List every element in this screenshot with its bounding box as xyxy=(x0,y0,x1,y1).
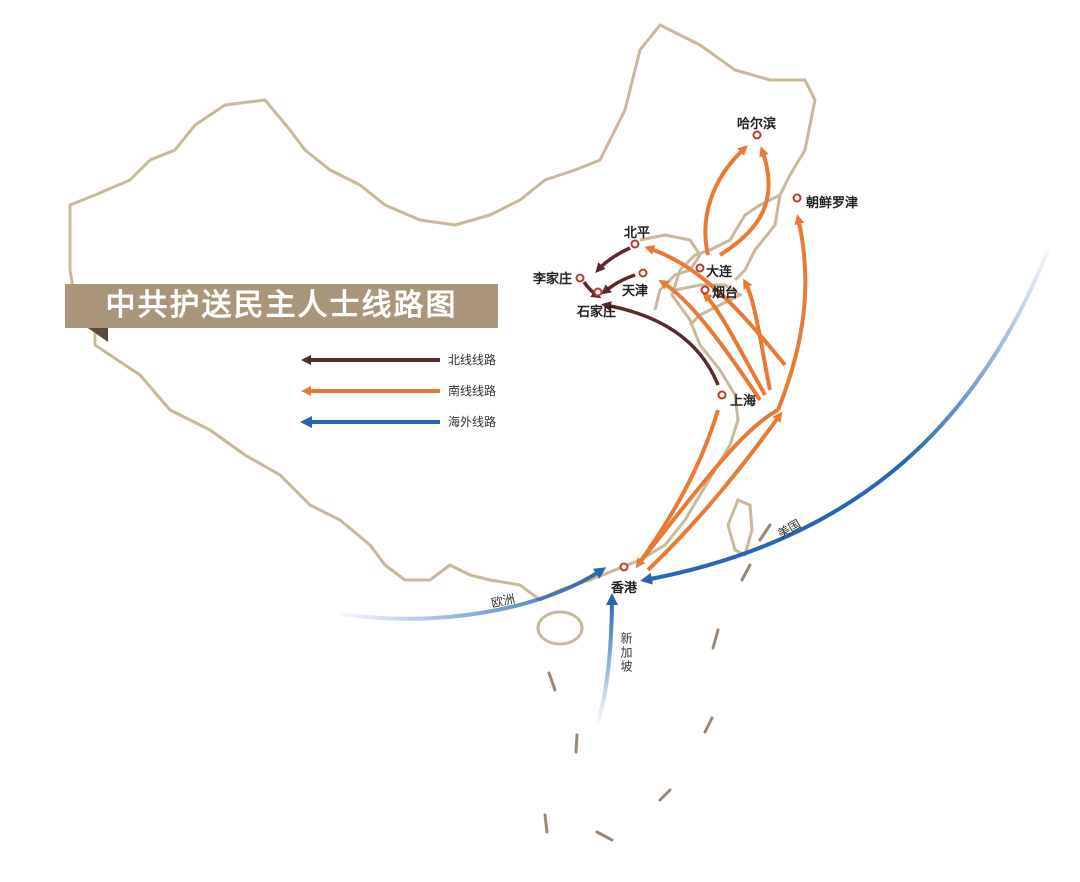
marker-hongkong xyxy=(619,562,629,572)
city-dalian: 大连 xyxy=(706,264,733,279)
route-europe xyxy=(339,567,607,621)
route-label-singapore: 新加坡 xyxy=(619,632,633,674)
marker-shanghai xyxy=(717,390,727,400)
marker-harbin xyxy=(752,130,762,140)
route-singapore xyxy=(596,593,618,723)
city-tianjin: 天津 xyxy=(622,283,649,298)
title-banner-fold xyxy=(88,328,108,342)
route-usa xyxy=(640,249,1050,585)
south-routes xyxy=(635,145,808,572)
marker-shijiazhuang xyxy=(593,287,603,297)
city-rajin: 朝鲜罗津 xyxy=(806,195,859,210)
city-markers xyxy=(575,130,802,572)
city-beiping: 北平 xyxy=(624,225,651,240)
marker-yantai xyxy=(700,285,710,295)
legend-north-label: 北线线路 xyxy=(448,353,497,367)
city-harbin: 哈尔滨 xyxy=(737,116,777,131)
marker-beiping xyxy=(630,239,640,249)
hainan-island xyxy=(536,610,584,646)
city-shanghai: 上海 xyxy=(730,393,757,408)
marker-lijiazhuang xyxy=(575,273,585,283)
city-lijiazhuang: 李家庄 xyxy=(533,271,573,286)
legend-south-label: 南线线路 xyxy=(448,384,497,398)
marker-rajin xyxy=(792,193,802,203)
legend-overseas-label: 海外线路 xyxy=(448,415,497,429)
legend-lines xyxy=(300,355,440,428)
taiwan-island xyxy=(726,498,754,558)
city-hongkong: 香港 xyxy=(611,580,638,595)
korea-peninsula xyxy=(733,194,782,282)
map-title: 中共护送民主人士线路图 xyxy=(65,284,498,328)
city-shijiazhuang: 石家庄 xyxy=(577,304,617,319)
marker-tianjin xyxy=(638,268,648,278)
nine-dash-line xyxy=(543,523,772,842)
city-yantai: 烟台 xyxy=(712,285,739,300)
marker-dalian xyxy=(695,263,705,273)
